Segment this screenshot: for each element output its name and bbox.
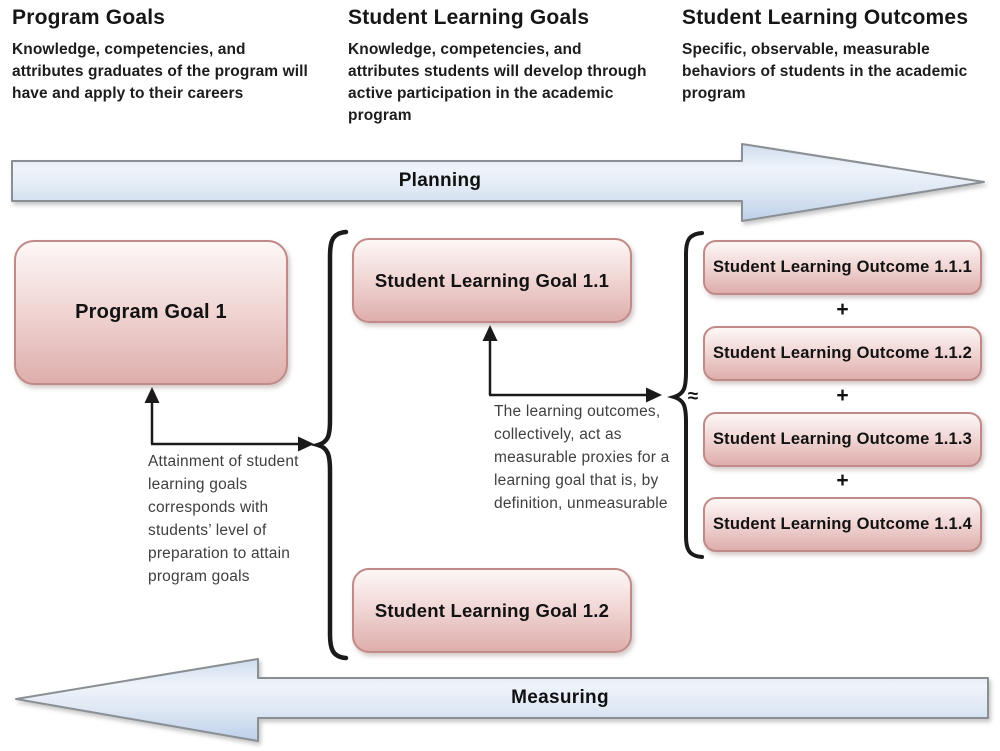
column-title: Student Learning Goals bbox=[348, 6, 590, 29]
column-header-program-goals: Program Goals Knowledge, competencies, a… bbox=[12, 6, 320, 105]
outcome-proxy-connector bbox=[482, 325, 662, 403]
plus-operator: + bbox=[836, 384, 849, 407]
goals-brace bbox=[310, 229, 349, 661]
planning-arrow-label: Planning bbox=[398, 169, 482, 191]
arrowhead-right-icon bbox=[646, 387, 662, 403]
column-title: Student Learning Outcomes bbox=[682, 6, 969, 29]
column-description: Knowledge, competencies, and attributes … bbox=[348, 41, 647, 124]
annotation-outcome-proxy: The learning outcomes, collectively, act… bbox=[494, 403, 670, 512]
student-learning-goal-1-1-box: Student Learning Goal 1.1 bbox=[352, 238, 632, 323]
arrowhead-up-icon bbox=[144, 387, 160, 403]
approx-operator: ≈ bbox=[687, 386, 699, 407]
column-description: Specific, observable, measurable behavio… bbox=[682, 41, 968, 102]
column-header-student-learning-outcomes: Student Learning Outcomes Specific, obse… bbox=[682, 6, 1000, 105]
student-learning-goal-1-2-box: Student Learning Goal 1.2 bbox=[352, 568, 632, 653]
arrowhead-right-icon bbox=[298, 436, 314, 452]
column-header-student-learning-goals: Student Learning Goals Knowledge, compet… bbox=[348, 6, 656, 127]
arrowhead-up-icon bbox=[482, 325, 498, 341]
column-title: Program Goals bbox=[12, 6, 166, 29]
outcome-1-1-2-box: Student Learning Outcome 1.1.2 bbox=[703, 326, 982, 381]
outcomes-brace bbox=[667, 231, 704, 559]
program-goal-1-box: Program Goal 1 bbox=[14, 240, 288, 385]
measuring-arrow-shape bbox=[15, 658, 989, 742]
measuring-arrow-label: Measuring bbox=[511, 686, 609, 708]
outcome-1-1-3-box: Student Learning Outcome 1.1.3 bbox=[703, 412, 982, 467]
goal-attainment-connector bbox=[144, 387, 314, 452]
outcome-1-1-4-box: Student Learning Outcome 1.1.4 bbox=[703, 497, 982, 552]
planning-arrow-shape bbox=[11, 143, 985, 222]
column-description: Knowledge, competencies, and attributes … bbox=[12, 41, 308, 102]
plus-operator: + bbox=[836, 469, 849, 492]
plus-operator: + bbox=[836, 298, 849, 321]
outcome-1-1-1-box: Student Learning Outcome 1.1.1 bbox=[703, 240, 982, 295]
annotation-goal-attainment: Attainment of student learning goals cor… bbox=[148, 453, 299, 585]
